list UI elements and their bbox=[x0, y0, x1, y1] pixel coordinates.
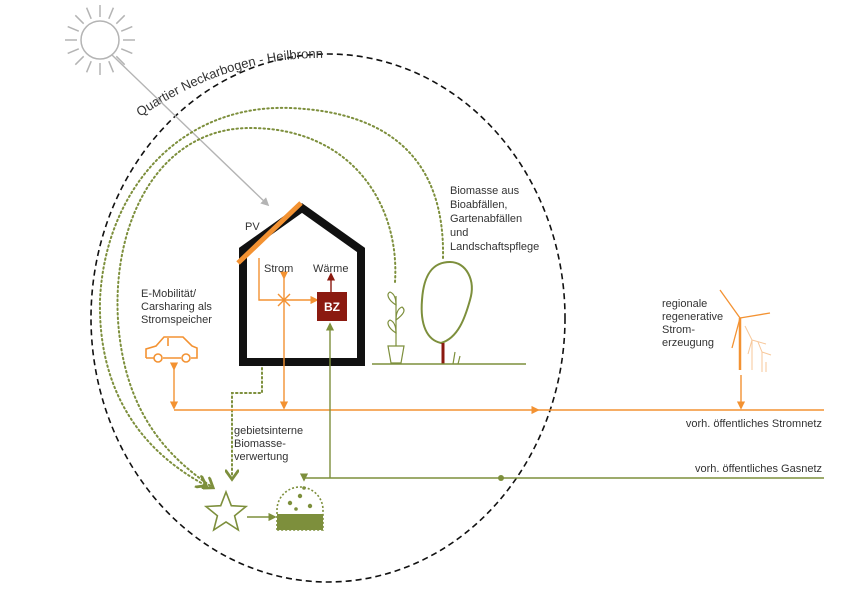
power-grid-label: vorh. öffentliches Stromnetz bbox=[686, 418, 822, 430]
sun-ray bbox=[120, 25, 133, 32]
gas-junction-dot bbox=[498, 475, 504, 481]
star-icon bbox=[203, 489, 249, 532]
sun-ray bbox=[85, 7, 92, 20]
sun-ray bbox=[120, 48, 133, 55]
house-internal-flows bbox=[258, 258, 336, 410]
emobility-label: E-Mobilität/ Carsharing als Stromspeiche… bbox=[141, 288, 215, 326]
sun-icon bbox=[65, 5, 135, 75]
sun-ray bbox=[67, 25, 80, 32]
wind-turbine-icon bbox=[719, 289, 772, 372]
sun-ray bbox=[74, 14, 85, 25]
house-icon bbox=[239, 203, 365, 366]
gas-grid-label: vorh. öffentliches Gasnetz bbox=[695, 463, 822, 475]
biomasse-label: Biomasse aus Bioabfällen, Gartenabfällen… bbox=[450, 185, 539, 253]
strom-label: Strom bbox=[264, 263, 293, 275]
power-connections bbox=[169, 362, 824, 415]
car-icon bbox=[145, 336, 198, 363]
gas-connections bbox=[247, 322, 824, 522]
sun-ray bbox=[74, 55, 85, 66]
plant-pot-icon bbox=[387, 291, 405, 364]
bz-box bbox=[317, 292, 347, 321]
biomass-dotted-paths bbox=[98, 106, 445, 487]
sun-ray bbox=[115, 14, 126, 25]
regional-generation-label: regionale regenerative Strom- erzeugung bbox=[662, 298, 726, 349]
sun-ray-arrow bbox=[111, 54, 270, 207]
sun-ray bbox=[115, 55, 126, 66]
sun-ray bbox=[85, 60, 92, 73]
bz-label: BZ bbox=[324, 300, 340, 314]
waerme-label: Wärme bbox=[313, 263, 348, 275]
internal-biomass-label: gebietsinterne Biomasse- verwertung bbox=[234, 425, 306, 463]
quarter-boundary bbox=[90, 53, 566, 583]
pv-label: PV bbox=[245, 221, 260, 233]
sun-ray bbox=[67, 48, 80, 55]
sun-ray bbox=[108, 7, 115, 20]
pv-panel bbox=[236, 201, 303, 265]
sun-ray bbox=[108, 60, 115, 73]
tree-icon bbox=[420, 260, 473, 365]
biogas-dome-icon bbox=[276, 486, 324, 531]
